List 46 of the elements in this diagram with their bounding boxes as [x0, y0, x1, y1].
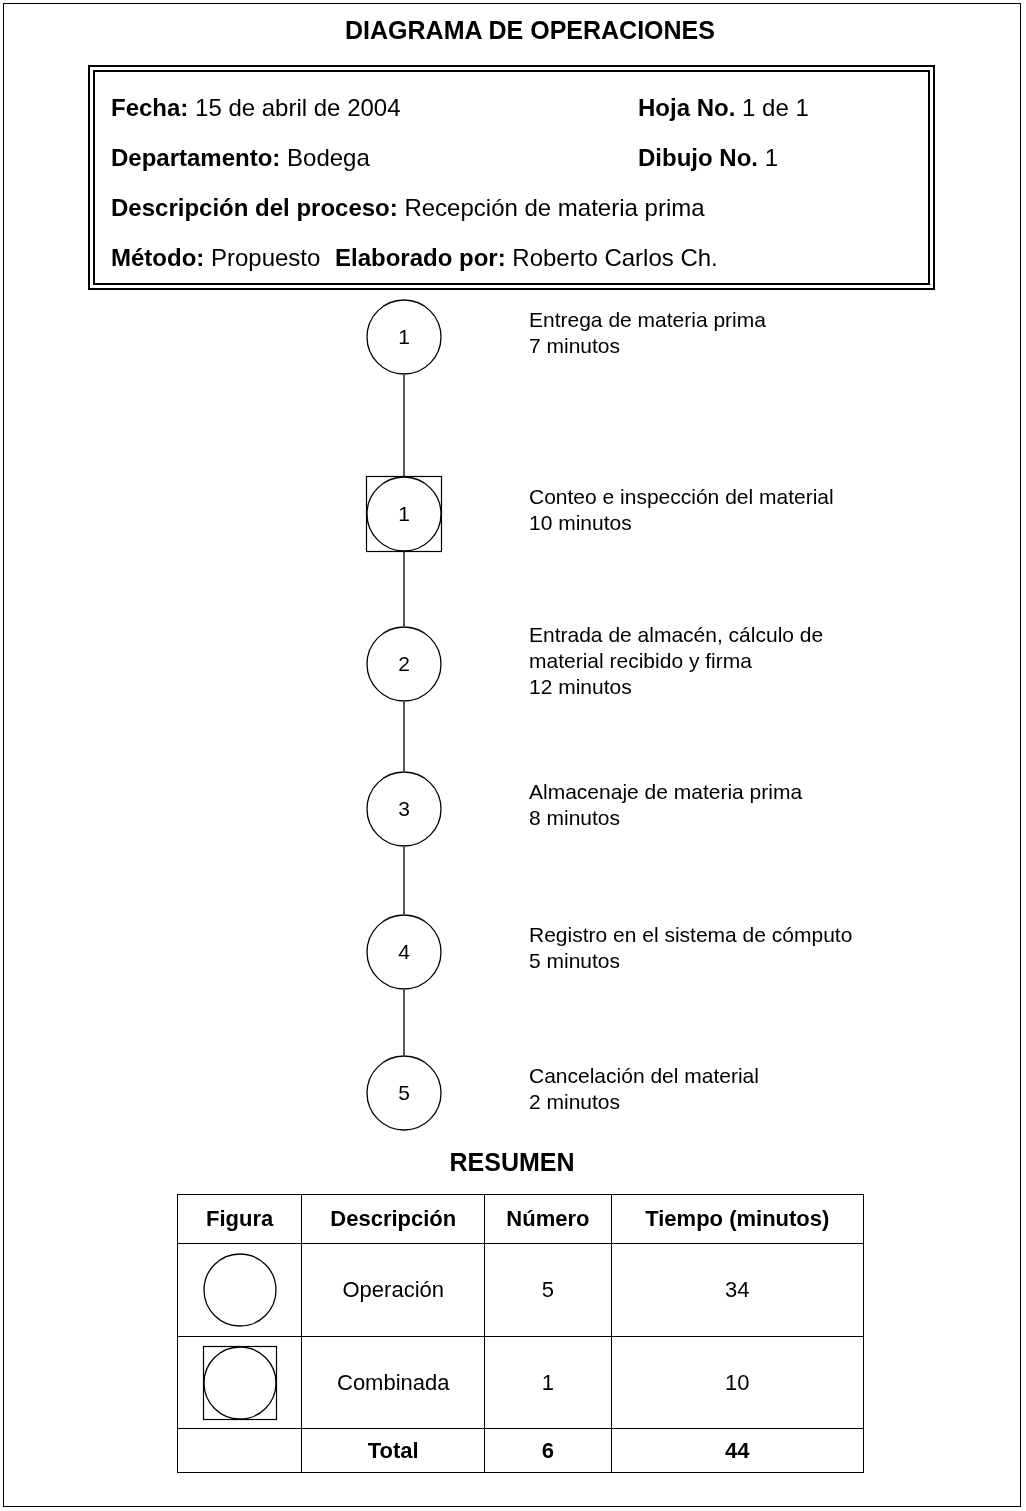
connector-line — [403, 989, 405, 1056]
table-cell: 5 — [484, 1243, 612, 1337]
connector-line — [403, 846, 405, 915]
header-field: Elaborado por: Roberto Carlos Ch. — [335, 244, 718, 272]
step-duration: 10 minutos — [529, 510, 633, 536]
step-description: Conteo e inspección del material — [529, 484, 835, 510]
operation-circle: 1 — [366, 299, 442, 375]
step-duration: 5 minutos — [529, 948, 622, 974]
combined-operation-symbol: 1 — [366, 476, 442, 552]
step-description: Entrega de materia prima — [529, 307, 767, 333]
operation-circle: 4 — [366, 914, 442, 990]
header-field: Descripción del proceso: Recepción de materia prima — [111, 194, 705, 222]
column-header: Descripción — [301, 1194, 485, 1244]
step-duration: 7 minutos — [529, 333, 622, 359]
connector-line — [403, 701, 405, 772]
operation-circle: 5 — [366, 1055, 442, 1131]
header-box — [88, 65, 935, 290]
header-field: Dibujo No. 1 — [638, 144, 778, 172]
table-cell: 44 — [611, 1428, 864, 1473]
table-cell: Operación — [301, 1243, 485, 1337]
table-cell: Combinada — [301, 1336, 485, 1429]
step-duration: 12 minutos — [529, 674, 633, 700]
summary-heading: RESUMEN — [448, 1148, 576, 1177]
step-duration: 8 minutos — [529, 805, 622, 831]
header-field: Hoja No. 1 de 1 — [638, 94, 809, 122]
connector-line — [403, 374, 405, 477]
table-cell: 6 — [484, 1428, 612, 1473]
diagram-title: DIAGRAMA DE OPERACIONES — [344, 16, 716, 45]
table-cell: 1 — [484, 1336, 612, 1429]
step-description: Cancelación del material — [529, 1063, 760, 1089]
column-header: Figura — [177, 1194, 302, 1244]
operation-circle: 3 — [366, 771, 442, 847]
table-cell: Total — [301, 1428, 485, 1473]
step-duration: 2 minutos — [529, 1089, 622, 1115]
header-field: Departamento: Bodega — [111, 144, 370, 172]
connector-line — [403, 551, 405, 627]
table-cell: 34 — [611, 1243, 864, 1337]
step-description: Entrada de almacén, cálculo de material recibido y firma — [529, 622, 825, 674]
column-header: Tiempo (minutos) — [611, 1194, 864, 1244]
operation-circle: 2 — [366, 626, 442, 702]
step-description: Registro en el sistema de cómputo — [529, 922, 854, 948]
header-field: Método: Propuesto — [111, 244, 321, 272]
column-header: Número — [484, 1194, 612, 1244]
header-field: Fecha: 15 de abril de 2004 — [111, 94, 401, 122]
table-cell: 10 — [611, 1336, 864, 1429]
step-description: Almacenaje de materia prima — [529, 779, 804, 805]
